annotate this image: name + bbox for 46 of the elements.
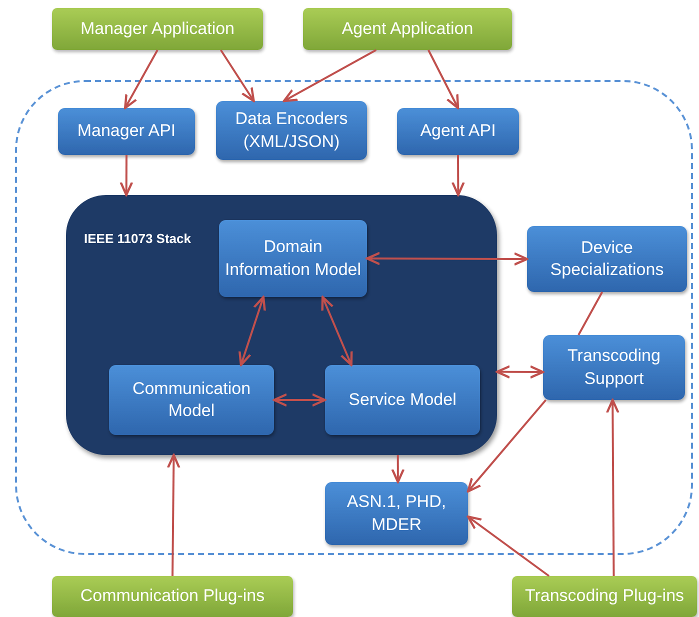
node-label: Communication Model (131, 378, 252, 422)
arrow (220, 49, 255, 102)
node-label: Data Encoders (XML/JSON) (234, 108, 349, 152)
node-label: Transcoding Plug-ins (524, 585, 686, 608)
component-box (216, 101, 367, 160)
component-box (325, 482, 468, 545)
arrow (120, 155, 134, 196)
application-box (52, 8, 263, 50)
application-box (303, 8, 512, 50)
component-box (543, 335, 685, 400)
arrow (272, 393, 326, 407)
arrow (391, 455, 405, 484)
node-label: Communication Plug-ins (79, 585, 266, 608)
component-box (325, 365, 480, 435)
arrow (282, 49, 377, 102)
component-box (397, 108, 519, 155)
arrow (496, 365, 544, 379)
node-label: Device Specializations (549, 236, 665, 281)
arrow (124, 50, 158, 110)
node-label: Manager API (76, 120, 177, 142)
node-label: Domain Information Model (224, 236, 362, 280)
component-box (109, 365, 274, 435)
node-label: ASN.1, PHD, MDER (346, 491, 448, 536)
arrow (606, 398, 620, 576)
component-box (58, 108, 195, 155)
arrow (366, 252, 528, 266)
application-box (52, 576, 293, 617)
component-box (219, 220, 367, 297)
panel-title: IEEE 11073 Stack (83, 231, 192, 248)
application-box (512, 576, 697, 617)
arrow (321, 296, 353, 366)
node-label: Transcoding Support (566, 345, 662, 390)
arrow (466, 516, 550, 577)
arrow (238, 296, 266, 366)
node-label: Agent API (419, 120, 497, 142)
arrow (466, 399, 547, 493)
node-label: Service Model (348, 388, 458, 411)
component-box (527, 226, 687, 292)
node-label: Agent Application (340, 18, 474, 40)
stack-panel (66, 195, 497, 455)
arrow (428, 50, 460, 110)
dashed-boundary (15, 80, 693, 555)
connector-line (578, 292, 604, 336)
arrow (451, 155, 465, 196)
arrow (166, 454, 180, 576)
node-label: Manager Application (79, 18, 236, 40)
